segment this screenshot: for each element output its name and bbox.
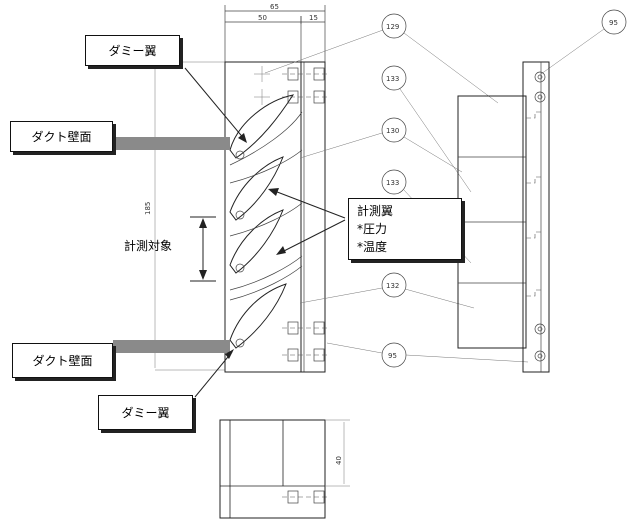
duct-wall-top-bar [113, 137, 230, 150]
balloon-130: 130 [386, 127, 399, 135]
label-duct-wall-bottom: ダクト壁面 [12, 343, 113, 378]
dimension-lines-top: 65 50 15 [224, 3, 326, 62]
duct-walls [113, 137, 230, 353]
balloon-95-top: 95 [609, 19, 618, 27]
label-measurement-target: 計測対象 [124, 239, 173, 253]
duct-wall-bottom-bar [113, 340, 230, 353]
measurement-range-arrow [190, 216, 216, 282]
balloon-95-bottom: 95 [388, 352, 397, 360]
balloon-132: 132 [386, 282, 399, 290]
dim-side-width: 15 [309, 14, 318, 22]
balloon-133-top: 133 [386, 75, 399, 83]
label-leaders [184, 67, 346, 398]
dim-main-width: 50 [258, 14, 267, 22]
label-pressure: *圧力 [357, 222, 388, 236]
blade-profiles [229, 94, 303, 349]
label-duct-wall-top: ダクト壁面 [10, 121, 113, 152]
balloon-133-mid: 133 [386, 179, 399, 187]
main-frame [224, 61, 326, 373]
bolt-symbols [254, 66, 330, 504]
label-measurement-blade: 計測翼 [357, 204, 394, 218]
balloons: 129 95 133 130 133 132 95 [264, 9, 627, 368]
dim-overall-width: 65 [270, 3, 279, 11]
dim-height: 185 [144, 202, 152, 215]
side-view [457, 61, 550, 373]
bottom-view: 40 [219, 419, 350, 519]
label-dummy-blade-bottom: ダミー翼 [98, 395, 193, 430]
label-dummy-blade-top: ダミー翼 [85, 35, 180, 66]
balloon-129: 129 [386, 23, 399, 31]
label-temperature: *温度 [357, 240, 388, 254]
label-measurement-blade-box: 計測翼 *圧力 *温度 [348, 198, 462, 260]
dimension-line-height: 185 [144, 61, 225, 371]
dim-bottom-height: 40 [335, 456, 343, 465]
